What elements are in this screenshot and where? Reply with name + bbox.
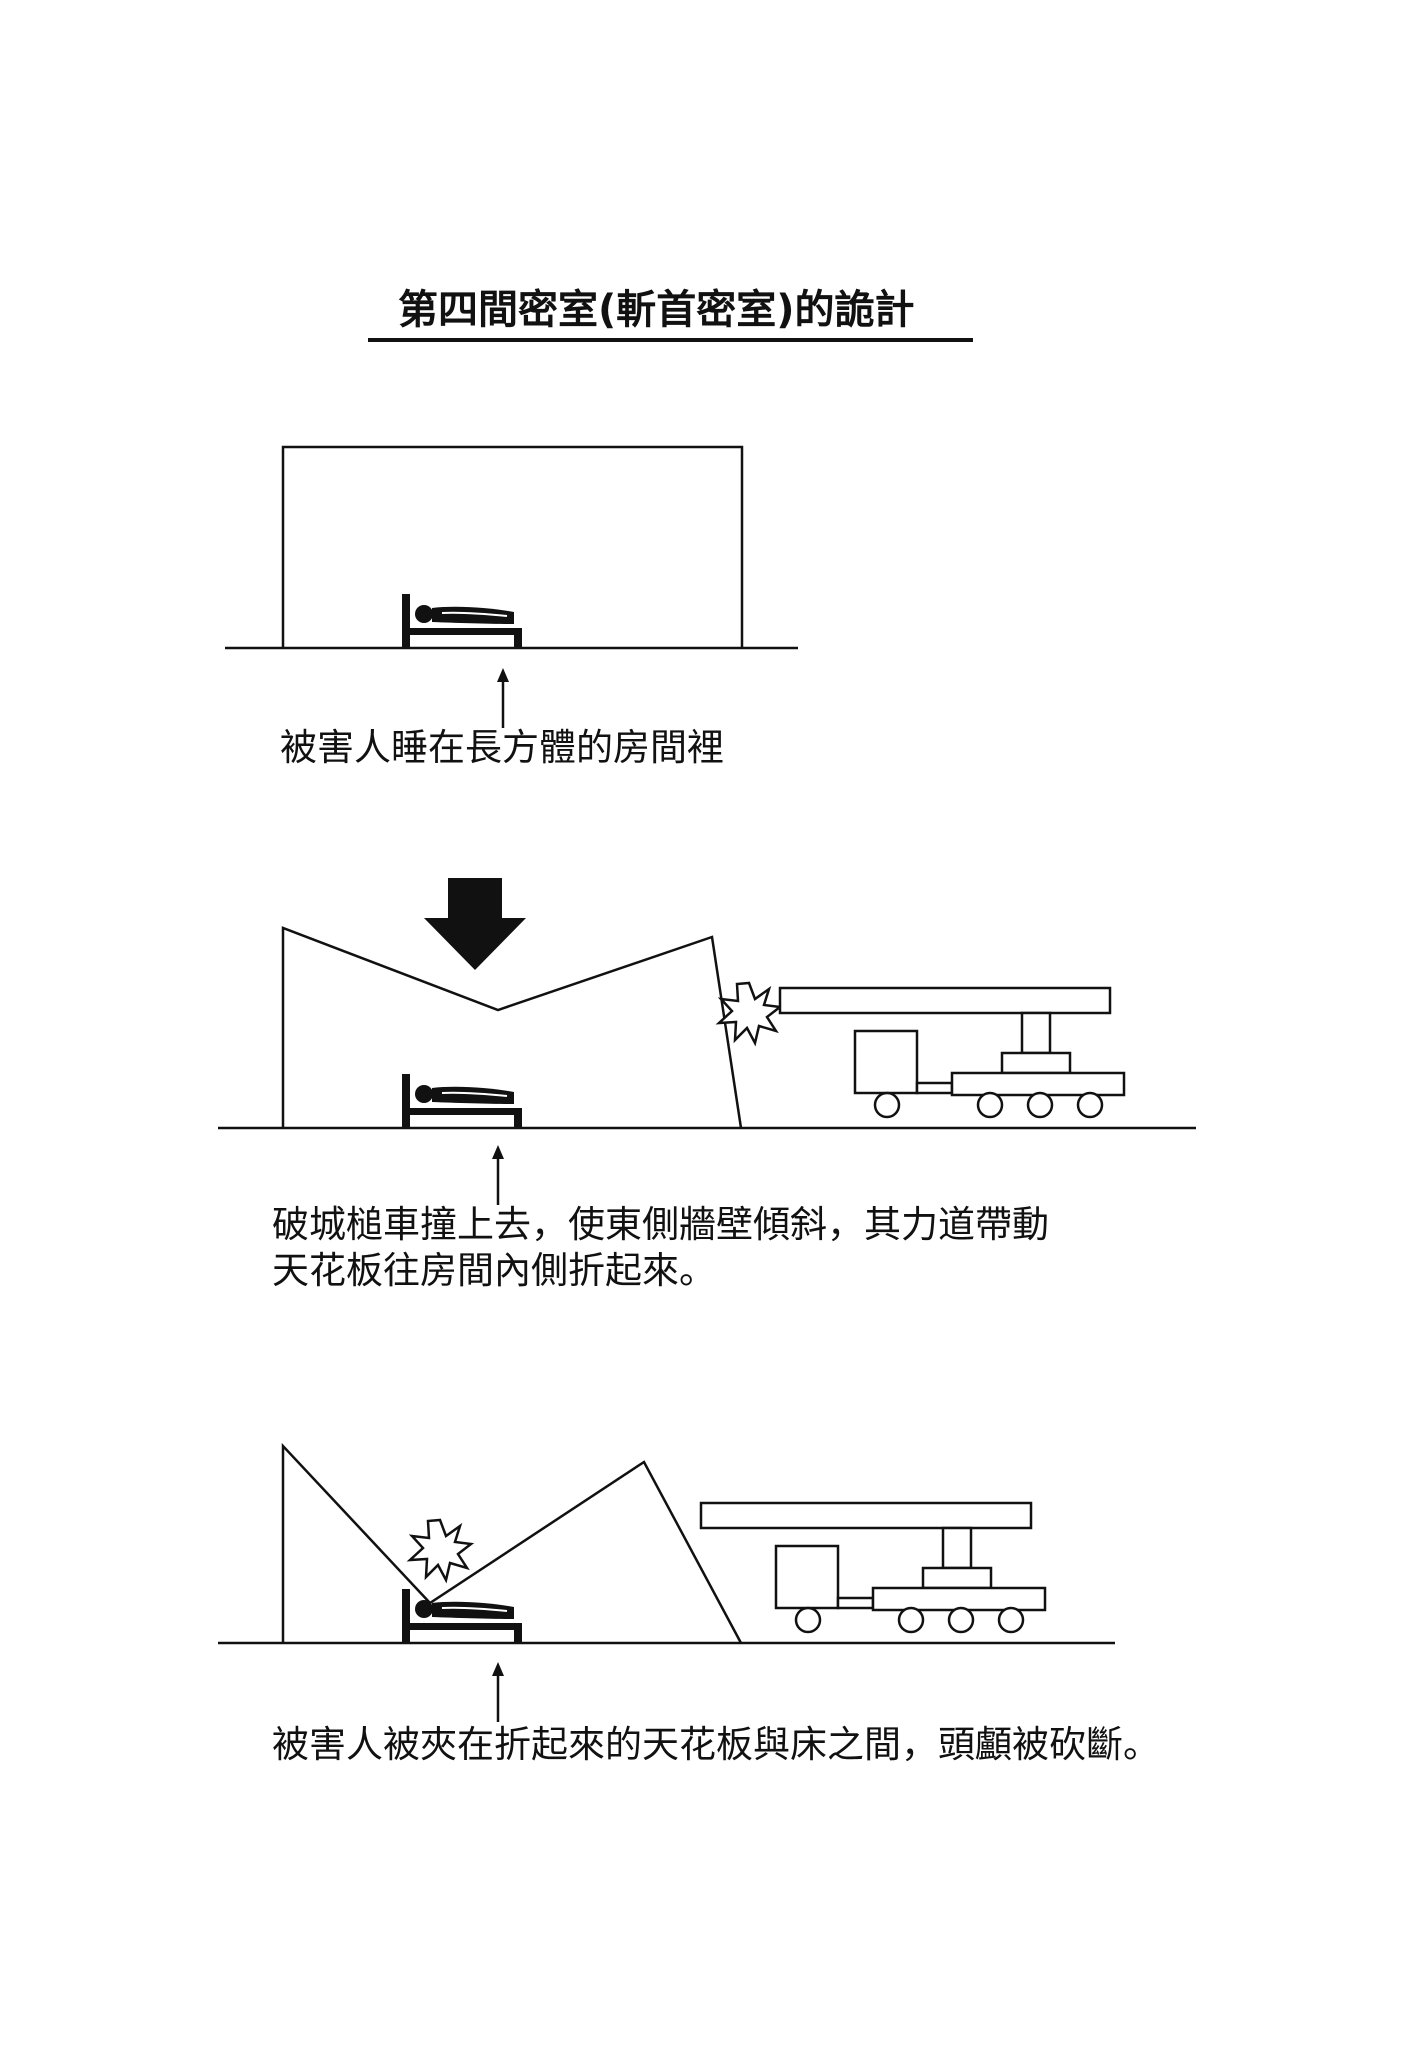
bed-with-sleeper-icon — [401, 1073, 523, 1129]
caption-line: 被害人睡在長方體的房間裡 — [280, 726, 724, 769]
caption-line: 被害人被夾在折起來的天花板與床之間，頭顱被砍斷。 — [272, 1723, 1160, 1766]
up-arrow-icon — [490, 1660, 506, 1724]
bed-with-sleeper-icon — [401, 593, 523, 649]
impact-burst-icon — [717, 981, 782, 1045]
panel-2: 破城槌車撞上去，使東側牆壁傾斜，其力道帶動 天花板往房間內側折起來。 — [218, 878, 1196, 1292]
panel-3: 被害人被夾在折起來的天花板與床之間，頭顱被砍斷。 — [218, 1442, 1160, 1766]
page-title: 第四間密室(斬首密室)的詭計 — [398, 287, 915, 333]
battering-ram-truck-icon — [699, 1501, 1047, 1634]
up-arrow-icon — [495, 666, 511, 730]
up-arrow-icon — [490, 1143, 506, 1207]
room-outline — [281, 445, 744, 648]
caption-line: 破城槌車撞上去，使東側牆壁傾斜，其力道帶動 — [272, 1203, 1049, 1246]
caption-line: 天花板往房間內側折起來。 — [272, 1249, 716, 1292]
battering-ram-truck-icon — [778, 986, 1126, 1119]
panel-1: 被害人睡在長方體的房間裡 — [225, 445, 798, 769]
bed-with-sleeper-icon — [401, 1588, 523, 1644]
down-arrow-icon — [424, 878, 526, 970]
impact-burst-icon — [408, 1518, 473, 1582]
